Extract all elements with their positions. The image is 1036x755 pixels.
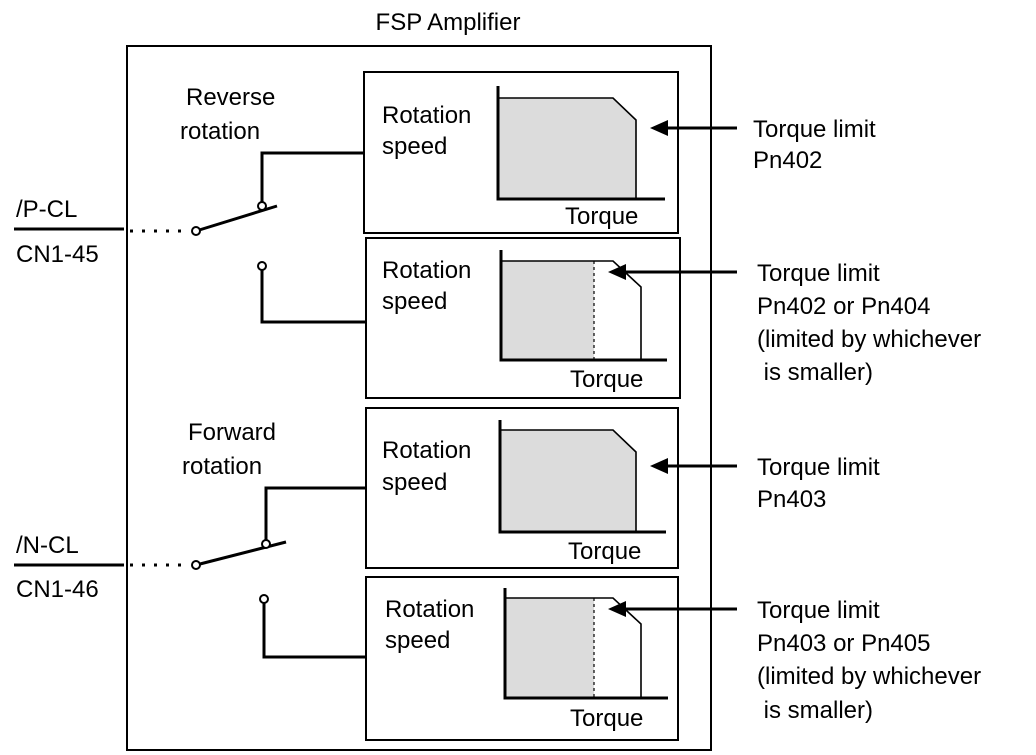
switch-contact-upper-forward	[261, 539, 271, 549]
wire-to-panel-1	[260, 151, 363, 202]
panel-4-axes	[503, 588, 668, 700]
direction-label-reverse-line1: Reverse	[186, 84, 275, 111]
callout-2-line1: Torque limit	[757, 260, 880, 287]
callout-1-line1: Torque limit	[753, 116, 876, 143]
panel-1-xlabel: Torque	[565, 203, 638, 230]
callout-arrow-1	[650, 120, 737, 136]
panel-3-ylabel-line1: Rotation	[382, 437, 471, 464]
callout-arrow-3	[650, 458, 737, 474]
callout-4-line1: Torque limit	[757, 597, 880, 624]
switch-contact-lower-reverse	[257, 261, 267, 271]
panel-2-ylabel-line2: speed	[382, 288, 447, 315]
callout-arrow-4	[608, 601, 737, 617]
pin-label-cn1-45: CN1-45	[16, 241, 99, 268]
wire-to-panel-4	[262, 603, 366, 659]
callout-1-line2: Pn402	[753, 147, 822, 174]
amplifier-box	[126, 45, 712, 751]
callout-2-line4: is smaller)	[757, 359, 873, 386]
panel-4-ylabel-line1: Rotation	[385, 596, 474, 623]
panel-1-ylabel-line2: speed	[382, 133, 447, 160]
diagram-title: FSP Amplifier	[376, 9, 521, 36]
panel-1-axes	[496, 86, 665, 201]
wire-to-panel-3	[264, 486, 365, 540]
panel-2-ylabel-line1: Rotation	[382, 257, 471, 284]
switch-blade-forward	[195, 540, 287, 567]
panel-2-full-curve	[501, 260, 642, 360]
panel-3-ylabel-line2: speed	[382, 469, 447, 496]
callout-3-line1: Torque limit	[757, 454, 880, 481]
panel-2-axes	[499, 250, 667, 362]
wire-to-panel-2	[260, 270, 366, 324]
panel-4-full-curve	[505, 597, 642, 698]
switch-pivot-reverse	[191, 226, 201, 236]
switch-contact-upper-reverse	[257, 201, 267, 211]
panel-3-xlabel: Torque	[568, 538, 641, 565]
direction-label-reverse-line2: rotation	[180, 118, 260, 145]
pin-label-cn1-46: CN1-46	[16, 576, 99, 603]
callout-2-line3: (limited by whichever	[757, 326, 981, 353]
direction-label-forward-line1: Forward	[188, 419, 276, 446]
callout-arrow-2	[608, 264, 737, 280]
panel-4-ylabel-line2: speed	[385, 627, 450, 654]
callout-4-line2: Pn403 or Pn405	[757, 630, 930, 657]
panel-2-limited-area	[501, 261, 594, 360]
signal-label-ncl: /N-CL	[16, 532, 79, 559]
signal-label-pcl: /P-CL	[16, 196, 77, 223]
panel-3-axes	[498, 420, 666, 534]
panel-4-xlabel: Torque	[570, 705, 643, 732]
panel-1-torque-curve	[497, 97, 637, 200]
direction-label-forward-line2: rotation	[182, 453, 262, 480]
switch-pivot-forward	[191, 560, 201, 570]
panel-1-ylabel-line1: Rotation	[382, 102, 471, 129]
switch-contact-lower-forward	[259, 594, 269, 604]
callout-3-line2: Pn403	[757, 486, 826, 513]
panel-2-xlabel: Torque	[570, 366, 643, 393]
panel-3-torque-curve	[499, 429, 637, 533]
panel-4-limited-area	[505, 598, 594, 698]
callout-4-line3: (limited by whichever	[757, 663, 981, 690]
callout-4-line4: is smaller)	[757, 697, 873, 724]
callout-2-line2: Pn402 or Pn404	[757, 293, 930, 320]
